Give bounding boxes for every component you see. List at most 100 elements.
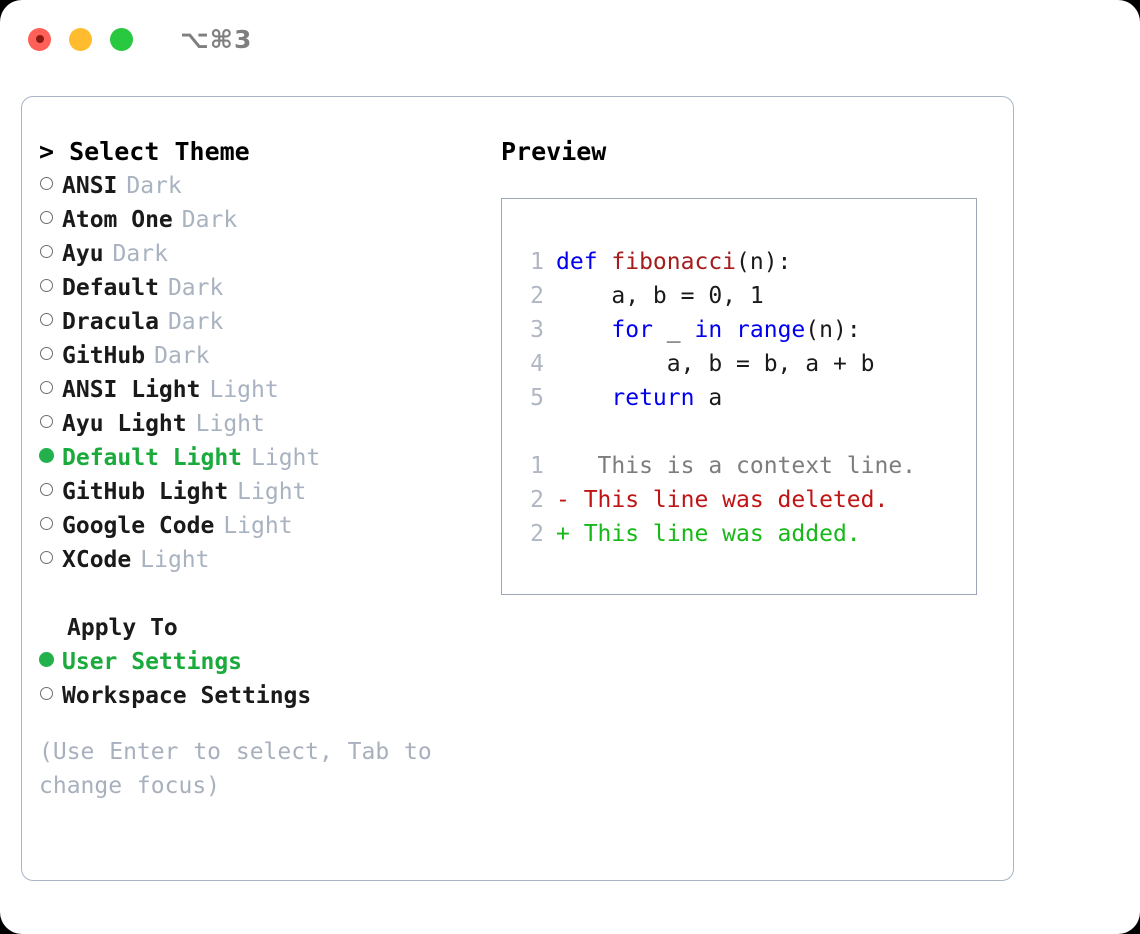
code-line-text: def fibonacci(n): [556, 245, 791, 279]
theme-option-10[interactable]: Google Code Light [39, 509, 492, 543]
apply-to-header: Apply To [67, 615, 178, 641]
theme-variant-tag: Dark [181, 207, 238, 233]
theme-variant-tag: Dark [112, 241, 168, 267]
apply-option-label: Workspace Settings [62, 683, 312, 709]
theme-variant-tag: Dark [154, 343, 210, 369]
apply-option-label: User Settings [62, 649, 243, 675]
theme-option-0[interactable]: ANSI Dark [39, 169, 492, 203]
code-diff-separator [517, 415, 976, 449]
theme-option-label: Default Light [62, 445, 243, 471]
radio-ring-icon [40, 415, 53, 428]
radio-ring-icon [40, 211, 53, 224]
code-token-plain: a [694, 385, 723, 411]
theme-variant-tag: Dark [167, 275, 224, 301]
radio-fill-icon [39, 652, 54, 667]
code-line-text: for _ in range(n): [556, 313, 861, 347]
code-token-fn: fibonacci [611, 249, 737, 275]
radio-ring-icon [40, 347, 53, 360]
theme-option-label: Google Code [62, 513, 215, 539]
theme-option-2[interactable]: Ayu Dark [39, 237, 492, 271]
code-line: 5 return a [517, 381, 976, 415]
theme-option-11[interactable]: XCode Light [39, 543, 492, 577]
theme-option-8[interactable]: Default Light Light [39, 441, 492, 475]
diff-sample: 1 This is a context line. 2 - This line wa… [517, 449, 976, 551]
select-theme-header: > Select Theme [39, 137, 250, 166]
theme-option-7[interactable]: Ayu Light Light [39, 407, 492, 441]
radio-fill-icon [39, 448, 54, 463]
radio-ring-icon [40, 551, 53, 564]
window-controls [28, 27, 133, 51]
line-number: 5 [530, 385, 544, 411]
theme-option-label: ANSI [62, 173, 118, 199]
theme-variant-tag: Light [195, 411, 265, 437]
theme-option-4[interactable]: Dracula Dark [39, 305, 492, 339]
keyboard-hint-text: (Use Enter to select, Tab to change focu… [39, 739, 432, 799]
close-dot-icon [35, 35, 44, 43]
radio-ring-icon [40, 687, 53, 700]
apply-option-0[interactable]: User Settings [39, 645, 492, 679]
code-token-plain: (n): [736, 249, 792, 275]
line-number: 1 [530, 453, 544, 479]
code-token-plain: a, b = 0, 1 [556, 283, 764, 309]
code-token-kw: range [736, 317, 806, 343]
code-line-text: a, b = 0, 1 [556, 279, 764, 313]
theme-option-label: Ayu [62, 241, 104, 267]
theme-option-5[interactable]: GitHub Dark [39, 339, 492, 373]
theme-variant-tag: Light [251, 445, 321, 471]
theme-variant-tag: Dark [167, 309, 224, 335]
code-line: 1 def fibonacci(n): [517, 245, 976, 279]
theme-option-label: GitHub [62, 343, 146, 369]
line-number: 1 [530, 249, 544, 275]
preview-header: Preview [501, 137, 607, 166]
theme-variant-tag: Dark [126, 173, 182, 199]
theme-option-label: ANSI Light [62, 377, 201, 403]
radio-ring-icon [40, 517, 53, 530]
diff-line-text: This is a context line. [556, 453, 917, 479]
keyboard-shortcut-label: ⌥⌘3 [180, 24, 253, 54]
code-token-kw: in [694, 317, 723, 343]
code-token-kw: def [556, 249, 612, 275]
line-number: 4 [530, 351, 544, 377]
theme-option-label: Dracula [62, 309, 159, 335]
line-number: 2 [530, 521, 544, 547]
code-token-plain [556, 317, 611, 343]
apply-option-1[interactable]: Workspace Settings [39, 679, 492, 713]
diff-line-text: - This line was deleted. [556, 487, 889, 513]
line-number: 2 [530, 487, 544, 513]
line-number: 3 [530, 317, 544, 343]
close-button-icon[interactable] [28, 27, 51, 51]
theme-variant-tag: Light [223, 513, 293, 539]
line-number: 2 [530, 283, 544, 309]
theme-option-label: Ayu Light [62, 411, 187, 437]
title-bar: ⌥⌘3 [0, 0, 1140, 78]
theme-option-label: Default [62, 275, 159, 301]
code-line: 2 a, b = 0, 1 [517, 279, 976, 313]
code-token-plain: (n): [805, 317, 861, 343]
code-line: 3 for _ in range(n): [517, 313, 976, 347]
theme-option-6[interactable]: ANSI Light Light [39, 373, 492, 407]
theme-option-1[interactable]: Atom One Dark [39, 203, 492, 237]
code-line-text: return a [556, 381, 722, 415]
theme-variant-tag: Light [140, 547, 210, 573]
diff-line-add: 2+ This line was added. [517, 517, 976, 551]
diff-line-del: 2 - This line was deleted. [517, 483, 976, 517]
theme-option-label: Atom One [62, 207, 173, 233]
maximize-button-icon[interactable] [110, 27, 133, 51]
theme-variant-tag: Light [209, 377, 279, 403]
radio-ring-icon [40, 177, 53, 190]
minimize-button-icon[interactable] [69, 27, 92, 51]
theme-option-label: XCode [62, 547, 132, 573]
radio-ring-icon [40, 245, 53, 258]
code-token-kw: return [611, 385, 695, 411]
code-line-text: a, b = b, a + b [556, 347, 875, 381]
code-token-kw: for [611, 317, 653, 343]
theme-option-3[interactable]: Default Dark [39, 271, 492, 305]
